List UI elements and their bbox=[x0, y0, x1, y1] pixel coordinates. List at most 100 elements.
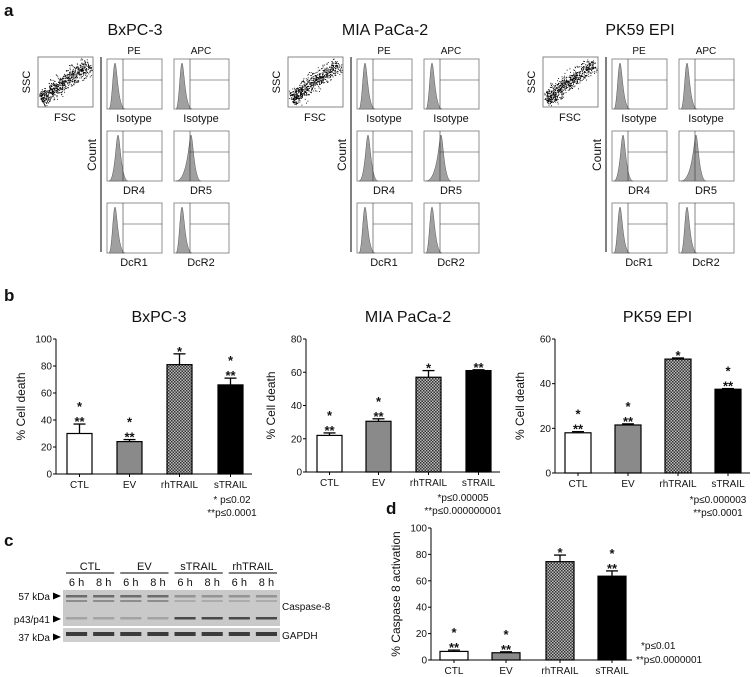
scatter-point bbox=[334, 73, 336, 75]
scatter-point bbox=[337, 65, 338, 67]
scatter-point bbox=[307, 93, 309, 95]
bar-strail bbox=[217, 384, 244, 475]
band-57kda bbox=[228, 600, 250, 602]
histogram-label: DR4 bbox=[628, 185, 650, 197]
scatter-point bbox=[547, 96, 549, 97]
scatter-point bbox=[306, 84, 308, 85]
scatter-point bbox=[575, 75, 577, 77]
y-tick-label: 0 bbox=[421, 656, 427, 667]
scatter-point bbox=[312, 86, 314, 88]
scatter-point bbox=[49, 86, 50, 88]
scatter-point bbox=[309, 78, 311, 80]
scatter-point bbox=[551, 105, 552, 107]
scatter-point bbox=[575, 76, 576, 78]
scatter-point bbox=[62, 86, 64, 88]
scatter-point bbox=[565, 84, 567, 86]
scatter-point bbox=[316, 78, 318, 80]
scatter-point bbox=[56, 90, 58, 91]
scatter-point bbox=[307, 88, 309, 90]
scatter-point bbox=[65, 80, 67, 82]
histogram-peak bbox=[425, 206, 443, 254]
scatter-point bbox=[546, 99, 548, 101]
scatter-point bbox=[586, 75, 588, 77]
scatter-point bbox=[587, 71, 589, 72]
band-p43-p41 bbox=[174, 617, 196, 620]
band-57kda bbox=[147, 600, 169, 602]
scatter-point bbox=[60, 86, 62, 88]
scatter-point bbox=[88, 66, 90, 68]
scatter-point bbox=[318, 80, 320, 82]
scatter-point bbox=[304, 85, 306, 86]
scatter-point bbox=[45, 98, 47, 100]
significance-stars: ** bbox=[74, 414, 85, 429]
band-57kda bbox=[201, 595, 223, 598]
scatter-point bbox=[52, 89, 54, 91]
scatter-point bbox=[585, 75, 587, 77]
scatter-point bbox=[561, 81, 562, 83]
scatter-point bbox=[43, 101, 45, 103]
scatter-point bbox=[575, 77, 577, 79]
scatter-point bbox=[61, 81, 63, 83]
scatter-point bbox=[85, 62, 87, 63]
scatter-point bbox=[61, 82, 63, 84]
scatter-point bbox=[291, 95, 292, 96]
bar-ctl bbox=[316, 434, 343, 473]
scatter-point bbox=[333, 69, 335, 71]
scatter-point bbox=[57, 78, 59, 80]
scatter-point bbox=[319, 74, 321, 75]
scatter-point bbox=[321, 68, 322, 70]
scatter-point bbox=[67, 76, 69, 78]
scatter-point bbox=[55, 88, 57, 89]
scatter-point bbox=[67, 78, 68, 79]
scatter-point bbox=[310, 72, 312, 74]
scatter-point bbox=[560, 89, 561, 91]
scatter-point bbox=[85, 72, 87, 73]
scatter-point bbox=[76, 63, 78, 65]
scatter-point bbox=[64, 86, 66, 88]
scatter-point bbox=[72, 80, 74, 82]
scatter-point bbox=[320, 78, 322, 79]
scatter-point bbox=[306, 86, 308, 88]
scatter-point bbox=[554, 94, 556, 96]
scatter-point bbox=[79, 74, 80, 76]
scatter-point bbox=[321, 72, 323, 74]
scatter-point bbox=[570, 76, 571, 78]
scatter-point bbox=[67, 74, 69, 76]
scatter-point bbox=[331, 74, 333, 76]
scatter-point bbox=[299, 98, 300, 100]
scatter-point bbox=[57, 84, 58, 85]
scatter-point bbox=[59, 92, 61, 94]
scatter-point bbox=[555, 87, 557, 89]
scatter-point bbox=[308, 86, 310, 87]
scatter-point bbox=[578, 71, 580, 73]
scatter-point bbox=[553, 87, 555, 89]
scatter-point bbox=[296, 98, 297, 100]
scatter-point bbox=[319, 81, 320, 83]
scatter-point bbox=[67, 79, 69, 81]
scatter-point bbox=[332, 68, 334, 70]
scatter-point bbox=[292, 91, 293, 93]
scatter-point bbox=[556, 97, 558, 99]
x-tick-label: rhTRAIL bbox=[410, 478, 448, 489]
scatter-point bbox=[549, 95, 551, 97]
scatter-point bbox=[82, 76, 84, 78]
channel-header: APC bbox=[441, 46, 462, 57]
scatter-point bbox=[569, 82, 570, 84]
scatter-point bbox=[552, 92, 554, 94]
scatter-point bbox=[588, 64, 590, 66]
scatter-point bbox=[307, 74, 309, 76]
scatter-point bbox=[71, 72, 73, 74]
scatter-point bbox=[297, 98, 298, 100]
scatter-point bbox=[547, 102, 548, 103]
scatter-point bbox=[61, 78, 63, 80]
p-value-note: * p≤0.02 bbox=[213, 495, 251, 506]
scatter-point bbox=[43, 94, 45, 96]
scatter-point bbox=[570, 77, 572, 79]
scatter-point bbox=[341, 72, 343, 74]
scatter-point bbox=[549, 97, 551, 99]
scatter-point bbox=[324, 69, 326, 71]
scatter-point bbox=[327, 71, 329, 73]
